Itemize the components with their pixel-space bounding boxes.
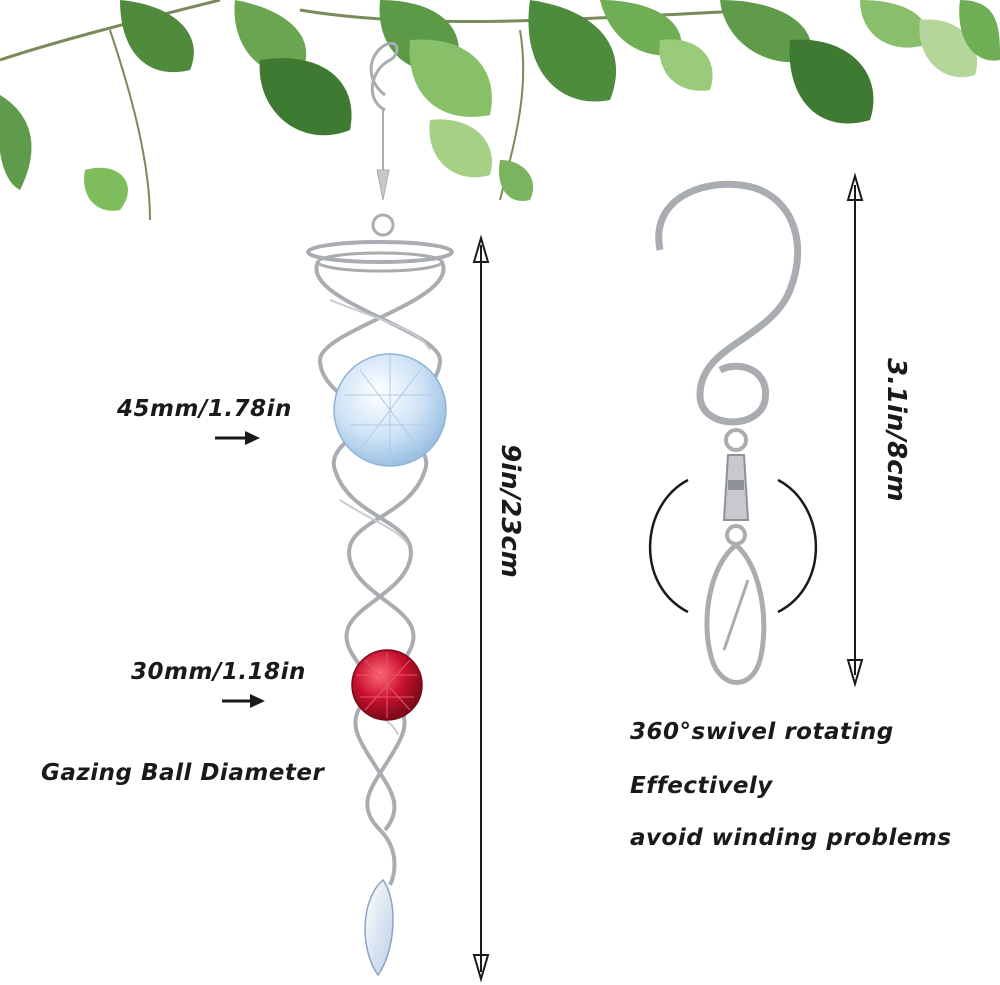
hook-dimension-arrow [846, 172, 864, 688]
gazing-ball-caption: Gazing Ball Diameter [41, 760, 325, 786]
swivel-hook [655, 180, 802, 685]
spinner-length-label: 9in/23cm [495, 444, 525, 578]
large-ball-size-label: 45mm/1.78in [117, 396, 292, 422]
ivy-leaves [0, 0, 1000, 221]
small-gazing-ball [351, 649, 423, 721]
small-ball-size-label: 30mm/1.18in [131, 659, 306, 685]
swivel-feature-line-2: Effectively [630, 773, 773, 799]
wind-spinner [306, 41, 454, 977]
hook-length-label: 3.1in/8cm [881, 358, 911, 502]
swivel-feature-line-3: avoid winding problems [630, 825, 952, 851]
swivel-rotation-arcs [648, 478, 818, 614]
swivel-feature-line-1: 360°swivel rotating [630, 719, 894, 745]
spinner-dimension-arrow [472, 234, 490, 983]
large-ball-pointer-arrow [215, 431, 260, 445]
small-ball-pointer-arrow [222, 694, 265, 708]
large-gazing-ball [333, 353, 447, 467]
